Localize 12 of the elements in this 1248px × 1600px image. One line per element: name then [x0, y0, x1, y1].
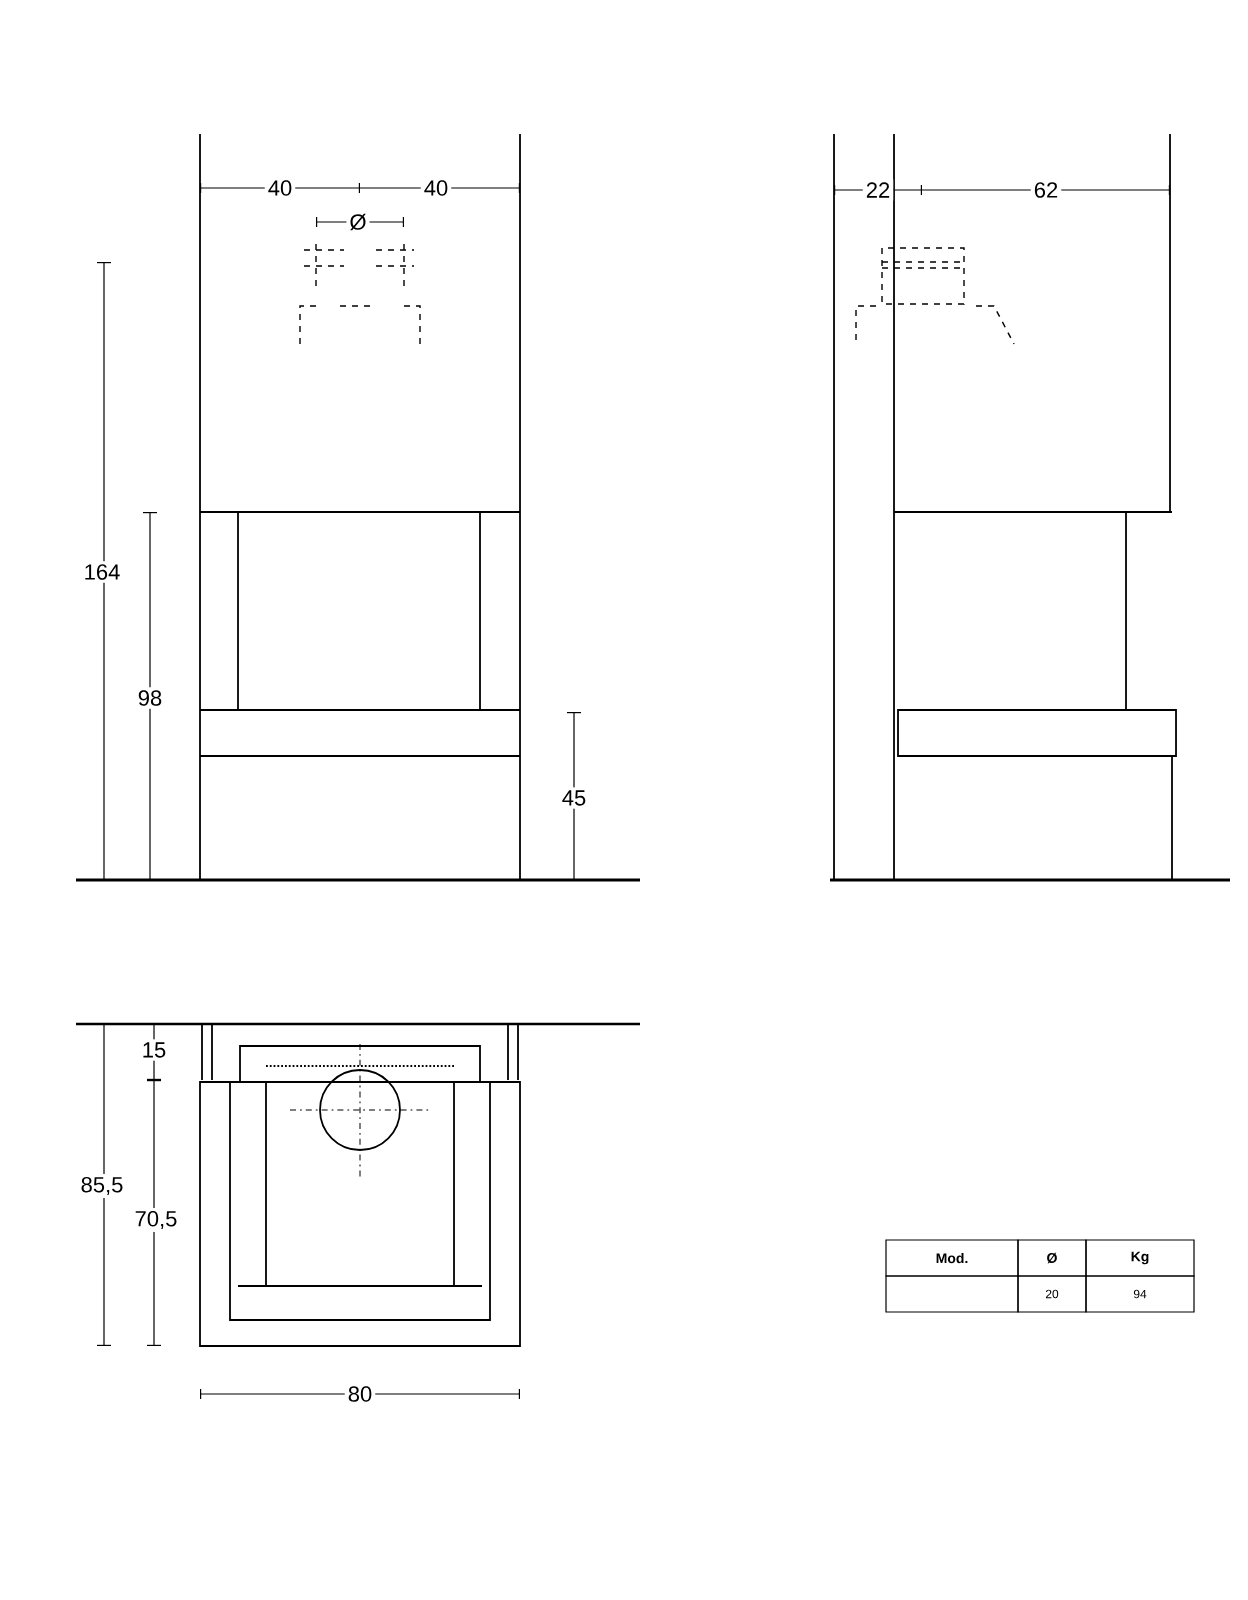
dimension-label: 85,5 [77, 1173, 127, 1199]
dimension-label: Ø [346, 210, 370, 234]
dimension-label: 40 [420, 177, 452, 199]
dimension-label: 62 [1030, 179, 1062, 201]
dimension-label: 70,5 [131, 1207, 181, 1233]
dimension-label: 45 [558, 787, 590, 809]
dimension-label: 164 [80, 561, 124, 583]
dimension-label: 15 [138, 1039, 170, 1061]
dimension-label: 98 [134, 687, 166, 709]
dimension-label: 40 [264, 177, 296, 199]
dimension-label: 80 [344, 1383, 376, 1405]
dimension-label: 22 [862, 179, 894, 201]
